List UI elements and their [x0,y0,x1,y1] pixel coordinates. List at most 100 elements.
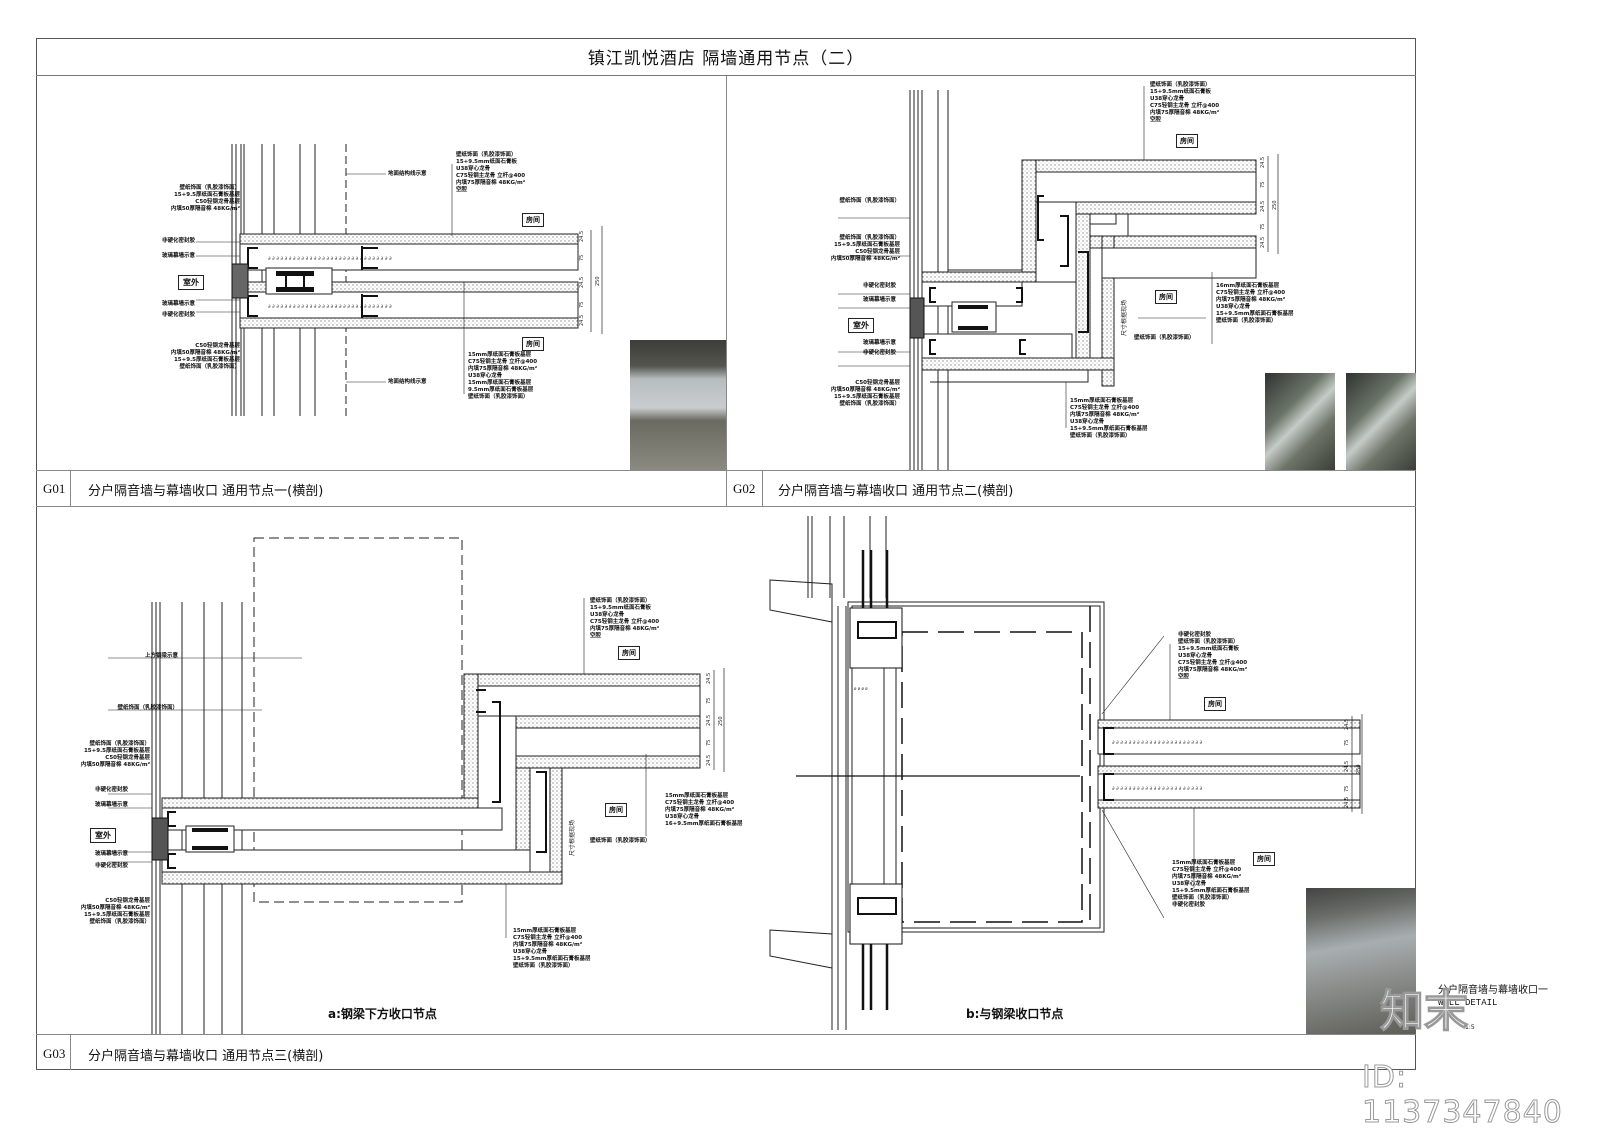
svg-text:24.5: 24.5 [1344,761,1350,772]
note: 壁纸饰面（乳胶漆饰面） [1070,433,1131,439]
g03a-left-notes-top: 壁纸饰面（乳胶漆饰面） 15+9.5厚纸面石膏板基层 C50轻钢龙骨基层 内填5… [40,741,150,769]
note: 壁纸饰面（乳胶漆饰面） [179,364,240,370]
note: 壁纸饰面（乳胶漆饰面） [468,394,529,400]
note: 内填75厚隔音棉 48KG/m² [456,180,526,186]
g01-label-room-top: 房间 [522,213,544,227]
svg-text:24.5: 24.5 [1344,797,1350,808]
note: C50轻钢龙骨基层 [105,755,150,761]
g01-note-sealant-bottom: 非硬化密封胶 [161,312,195,318]
g02-section-drawing: 24.5 75 24.5 75 24.5 250 尺寸根据现场 [838,86,1279,470]
svg-text:ø ø ø ø: ø ø ø ø [854,686,868,691]
g02-right-notes: 16mm厚纸面石膏板基层 C75轻钢主龙骨 立杆@400 内填75厚隔音棉 48… [1216,283,1293,325]
note: 15mm厚纸面石膏板基层 [513,928,577,934]
g03b-top-notes: 非硬化密封胶 壁纸饰面（乳胶漆饰面） 15+9.5mm纸面石膏板 U38穿心龙骨… [1178,632,1247,681]
g02-label-room-top: 房间 [1176,134,1198,148]
svg-text:24.5: 24.5 [1260,157,1266,168]
note: 内填75厚隔音棉 48KG/m² [1216,297,1286,303]
g03a-subtitle: a:钢梁下方收口节点 [328,1007,437,1021]
note: 16mm厚纸面石膏板基层 [1216,283,1280,289]
g03a-label-room-top: 房间 [618,646,640,660]
note: U38穿心龙骨 [1150,96,1185,102]
note: 15+9.5mm厚纸面石膏板基层 [1070,426,1148,432]
note: 壁纸饰面（乳胶漆饰面） [1150,82,1211,88]
caption-row-bottom-line [36,506,1416,507]
svg-text:75: 75 [706,698,712,704]
note: 壁纸饰面（乳胶漆饰面） [1178,639,1239,645]
note: 15+9.5mm厚纸面石膏板基层 [1216,311,1294,317]
g02-site-photo-1 [1265,373,1335,470]
svg-text:75: 75 [706,740,712,746]
g01-note-floor-structure-top: 地面结构线示意 [388,171,427,177]
note: 壁纸饰面（乳胶漆饰面） [89,741,150,747]
note: 空腔 [456,187,468,193]
g03b-subtitle: b:与钢梁收口节点 [966,1007,1064,1021]
caption-code-divider-g02 [762,470,763,506]
g03b-label-room-bottom: 房间 [1253,852,1275,866]
g03a-note-sealant-top: 非硬化密封胶 [94,787,128,793]
note: C75轻钢主龙骨 立杆@400 [1172,867,1242,873]
note: U38穿心龙骨 [590,612,625,618]
g01-note-glass-bottom: 玻璃幕墙示意 [161,301,195,307]
svg-text:75: 75 [1260,224,1266,230]
panel-code-g03: G03 [43,1046,66,1061]
svg-text:∂ ∂ ∂ ∂ ∂ ∂ ∂ ∂ ∂ ∂ ∂ ∂ ∂ ∂ ∂: ∂ ∂ ∂ ∂ ∂ ∂ ∂ ∂ ∂ ∂ ∂ ∂ ∂ ∂ ∂ ∂ ∂ ∂ ∂ ∂ … [1112,786,1203,792]
g03a-note-steel-beam: 上方钢梁示意 [144,653,178,659]
g01-right-notes-top: 壁纸饰面（乳胶漆饰面） 15+9.5mm纸面石膏板 U38穿心龙骨 C75轻钢主… [456,152,525,194]
g02-note-glass-top: 玻璃幕墙示意 [862,297,896,303]
note: C75轻钢主龙骨 立杆@400 [590,619,660,625]
note: 内填50厚隔音棉 48KG/m² [80,905,150,911]
note: 15+9.5厚纸面石膏板基层 [83,912,150,918]
g02-note-wallpaper-top: 壁纸饰面（乳胶漆饰面） [839,198,900,204]
g03a-note-wallpaper-top: 壁纸饰面（乳胶漆饰面） [117,705,178,711]
svg-text:24.5: 24.5 [579,315,585,326]
g03a-bottom-notes: 15mm厚纸面石膏板基层 C75轻钢主龙骨 立杆@400 内填75厚隔音棉 48… [513,928,590,970]
g02-label-room-mid: 房间 [1155,290,1177,304]
svg-text:尺寸根据现场: 尺寸根据现场 [1120,300,1128,336]
note: U38穿心龙骨 [1172,881,1207,887]
note: U38穿心龙骨 [1070,419,1105,425]
g02-note-wallpaper-mid: 壁纸饰面（乳胶漆饰面） [1134,335,1195,341]
note: 壁纸饰面（乳胶漆饰面） [839,401,900,407]
note: U38穿心龙骨 [468,373,503,379]
panel-caption-g02: 分户隔音墙与幕墙收口 通用节点二(横剖) [778,484,1014,499]
note: 非硬化密封胶 [1178,632,1212,638]
note: C75轻钢主龙骨 立杆@400 [665,800,735,806]
svg-text:75: 75 [579,302,585,308]
note: 15mm厚纸面石膏板基层 [1172,860,1236,866]
note: 15+9.5mm纸面石膏板 [1178,646,1239,652]
svg-text:24.5: 24.5 [579,231,585,242]
g03b-section-drawing: ø ø ø ø ∂ ∂ ∂ ∂ ∂ ∂ ∂ ∂ ∂ ∂ ∂ ∂ ∂ ∂ ∂ ∂ … [769,516,1363,1030]
g02-note-sealant-bottom: 非硬化密封胶 [862,350,896,356]
g02-top-notes: 壁纸饰面（乳胶漆饰面） 15+9.5mm纸面石膏板 U38穿心龙骨 C75轻钢主… [1150,82,1219,124]
g01-right-notes-bottom: 15mm厚纸面石膏板基层 C75轻钢主龙骨 立杆@400 内填75厚隔音棉 48… [468,352,537,401]
note: 内填75厚隔音棉 48KG/m² [1070,412,1140,418]
note: 内填75厚隔音棉 48KG/m² [665,807,735,813]
note: C50轻钢龙骨基层 [195,199,240,205]
g03a-section-drawing: 24.5 75 24.5 75 24.5 250 尺寸根据现场 [108,537,725,1034]
note: 内填75厚隔音棉 48KG/m² [1172,874,1242,880]
g02-note-sealant-top: 非硬化密封胶 [862,283,896,289]
note: C75轻钢主龙骨 立杆@400 [1070,405,1140,411]
g03a-top-notes: 壁纸饰面（乳胶漆饰面） 15+9.5mm纸面石膏板 U38穿心龙骨 C75轻钢主… [590,598,659,640]
g03a-note-sealant-bottom: 非硬化密封胶 [94,863,128,869]
note: C75轻钢主龙骨 立杆@400 [1150,103,1220,109]
svg-text:250: 250 [595,276,601,286]
note: 15+9.5厚纸面石膏板基层 [173,357,240,363]
note: 9.5mm厚纸面石膏板基层 [468,387,534,393]
note: C75轻钢主龙骨 立杆@400 [1178,660,1248,666]
g03a-left-notes-bottom: C50轻钢龙骨基层 内填50厚隔音棉 48KG/m² 15+9.5厚纸面石膏板基… [40,898,150,926]
g02-note-glass-bottom: 玻璃幕墙示意 [862,340,896,346]
note: 内填50厚隔音棉 48KG/m² [80,762,150,768]
g03b-bottom-notes: 15mm厚纸面石膏板基层 C75轻钢主龙骨 立杆@400 内填75厚隔音棉 48… [1172,860,1249,909]
note: 内填75厚隔音棉 48KG/m² [590,626,660,632]
svg-text:24.5: 24.5 [706,673,712,684]
note: U38穿心龙骨 [665,814,700,820]
svg-text:250: 250 [1356,764,1362,774]
watermark-logo: 知末 [1379,985,1468,1037]
svg-text:∂ ∂ ∂ ∂ ∂ ∂ ∂ ∂ ∂ ∂ ∂ ∂ ∂ ∂ ∂: ∂ ∂ ∂ ∂ ∂ ∂ ∂ ∂ ∂ ∂ ∂ ∂ ∂ ∂ ∂ ∂ ∂ ∂ ∂ ∂ … [1112,740,1203,746]
g01-left-notes-top: 壁纸饰面（乳胶漆饰面） 15+9.5厚纸面石膏板基层 C50轻钢龙骨基层 内填5… [130,185,240,213]
note: 内填75厚隔音棉 48KG/m² [513,942,583,948]
g03b-label-room-top: 房间 [1204,697,1226,711]
note: 壁纸饰面（乳胶漆饰面） [590,598,651,604]
note: 内填50厚隔音棉 48KG/m² [170,350,240,356]
